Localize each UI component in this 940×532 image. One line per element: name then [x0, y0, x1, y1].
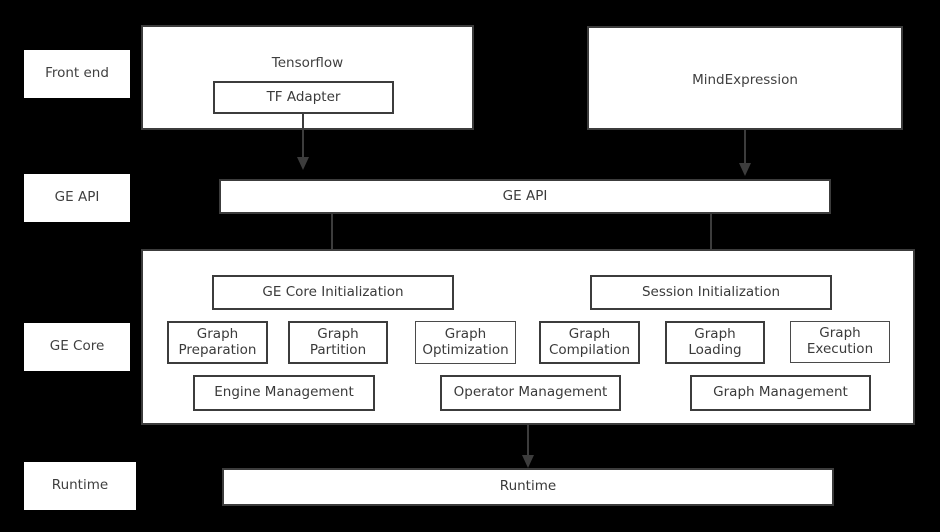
connector-ge-api-to-session-init [710, 213, 712, 261]
layer-label-front-end-text: Front end [45, 65, 109, 82]
layer-label-ge-core-text: GE Core [49, 338, 105, 355]
module-graph-execution-label: Graph Execution [806, 325, 874, 357]
runtime-bar-label: Runtime [499, 478, 557, 495]
layer-label-runtime: Runtime [24, 462, 136, 510]
module-graph-execution[interactable]: Graph Execution [790, 321, 890, 363]
ge-core-initialization-label: GE Core Initialization [262, 283, 404, 300]
layer-label-front-end: Front end [24, 50, 130, 98]
arrowhead-mindexpression-to-ge-api [739, 163, 751, 176]
module-graph-loading-label: Graph Loading [688, 325, 742, 358]
layer-label-ge-core: GE Core [24, 323, 130, 371]
module-graph-optimization[interactable]: Graph Optimization [415, 321, 516, 364]
mindexpression-title: MindExpression [692, 72, 798, 88]
module-graph-partition-label: Graph Partition [309, 325, 367, 358]
connector-tf-adapter-to-ge-api [302, 114, 304, 161]
mindexpression-container[interactable]: MindExpression [587, 26, 903, 130]
ge-api-bar[interactable]: GE API [219, 179, 831, 214]
ge-api-bar-label: GE API [502, 187, 548, 204]
layer-label-ge-api-text: GE API [54, 189, 100, 206]
tf-adapter-box[interactable]: TF Adapter [213, 81, 394, 114]
management-engine[interactable]: Engine Management [193, 375, 375, 411]
session-initialization-box[interactable]: Session Initialization [590, 275, 832, 310]
module-graph-preparation-label: Graph Preparation [178, 325, 257, 358]
module-graph-partition[interactable]: Graph Partition [288, 321, 388, 364]
module-graph-preparation[interactable]: Graph Preparation [167, 321, 268, 364]
management-operator[interactable]: Operator Management [440, 375, 621, 411]
management-graph-label: Graph Management [713, 384, 848, 401]
ge-core-initialization-box[interactable]: GE Core Initialization [212, 275, 454, 310]
arrowhead-tf-adapter-to-ge-api [297, 157, 309, 170]
management-graph[interactable]: Graph Management [690, 375, 871, 411]
tensorflow-title: Tensorflow [271, 55, 344, 71]
management-operator-label: Operator Management [453, 384, 608, 401]
management-engine-label: Engine Management [214, 384, 354, 401]
layer-label-ge-api: GE API [24, 174, 130, 222]
session-initialization-label: Session Initialization [641, 283, 781, 300]
connector-ge-core-to-runtime [527, 425, 529, 461]
module-graph-optimization-label: Graph Optimization [422, 325, 509, 358]
connector-mindexpression-to-ge-api [744, 130, 746, 167]
tensorflow-container[interactable]: Tensorflow [141, 25, 474, 130]
layer-label-runtime-text: Runtime [51, 477, 109, 494]
tf-adapter-label: TF Adapter [266, 88, 341, 105]
module-graph-compilation-label: Graph Compilation [548, 325, 631, 358]
runtime-bar[interactable]: Runtime [222, 468, 834, 506]
module-graph-compilation[interactable]: Graph Compilation [539, 321, 640, 364]
connector-ge-api-to-ge-core-init [331, 213, 333, 261]
module-graph-loading[interactable]: Graph Loading [665, 321, 765, 364]
arrowhead-ge-core-to-runtime [522, 455, 534, 468]
